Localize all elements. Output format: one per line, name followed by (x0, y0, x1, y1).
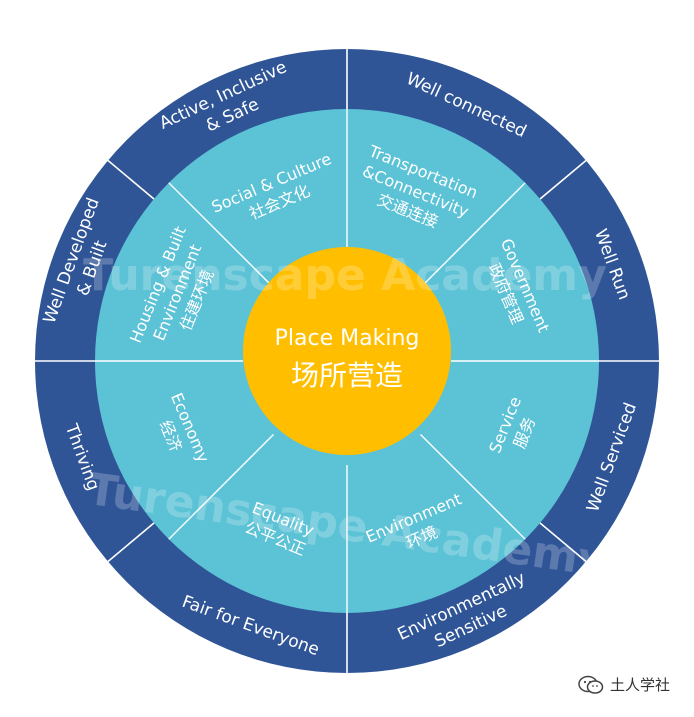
wechat-badge: 土人学社 (578, 674, 670, 695)
wechat-icon (578, 675, 604, 694)
inner-ring-divider (168, 182, 274, 288)
inner-ring-divider (420, 182, 526, 288)
center-title: Place Making (275, 326, 420, 351)
ring-dividers (35, 49, 659, 673)
watermark-text: Turenscape Academy (83, 250, 607, 301)
outer-ring-divider (107, 159, 155, 200)
inner-ring-divider (168, 434, 274, 540)
center-circle (243, 247, 451, 455)
outer-ring-divider (539, 159, 587, 200)
outer-ring-divider (539, 522, 587, 563)
badge-label: 土人学社 (610, 676, 671, 694)
outer-ring-divider (107, 522, 155, 563)
center-subtitle: 场所营造 (291, 359, 403, 392)
inner-ring-divider (420, 434, 526, 540)
